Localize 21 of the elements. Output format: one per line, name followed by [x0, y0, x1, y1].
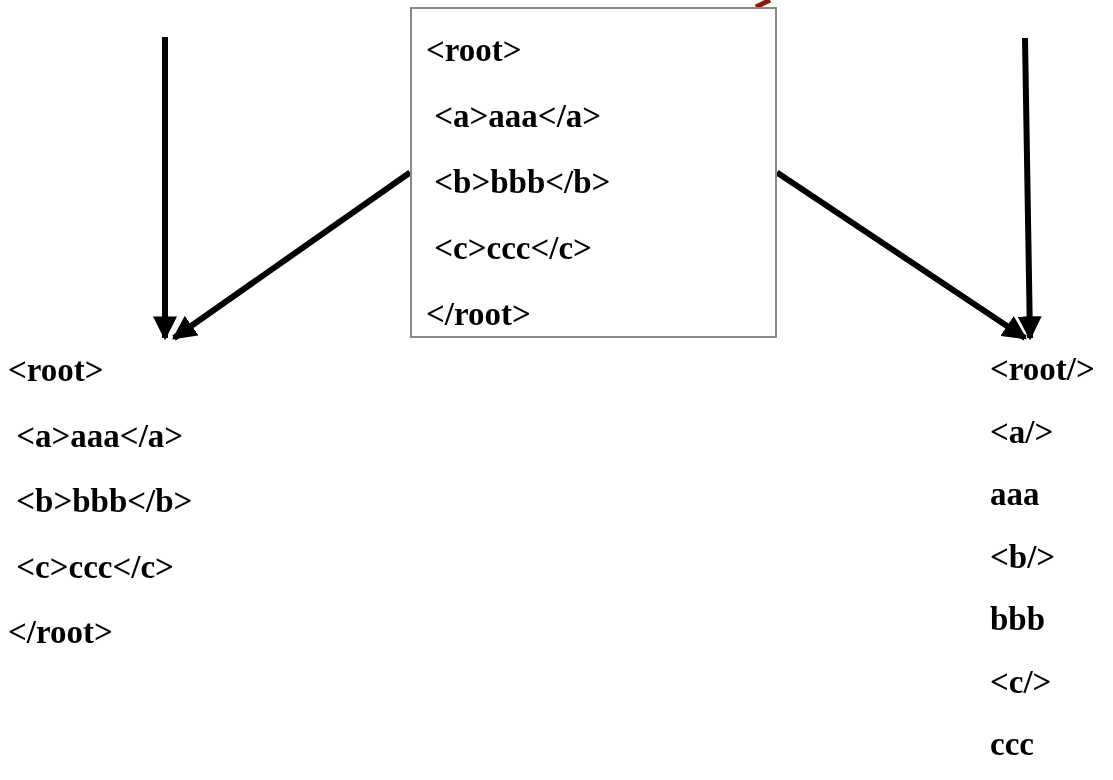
code-line: <a>aaa</a>	[433, 97, 602, 136]
code-line: <c>ccc</c>	[15, 547, 174, 587]
code-line: <a/>	[990, 412, 1054, 452]
code-box	[410, 7, 777, 338]
code-line: <root/>	[990, 350, 1095, 389]
arrow	[172, 170, 412, 341]
code-line: </root>	[426, 295, 531, 334]
code-line: ccc	[990, 725, 1034, 764]
arrow	[1017, 37, 1042, 341]
code-line: <b/>	[990, 537, 1056, 577]
code-line: aaa	[990, 475, 1040, 514]
code-line: </root>	[8, 613, 113, 652]
code-line: <root>	[8, 351, 104, 390]
code-line: bbb	[990, 600, 1046, 639]
code-line: <c>ccc</c>	[433, 229, 592, 268]
code-line: <b>bbb</b>	[15, 482, 193, 521]
arrow	[153, 37, 177, 341]
code-line: <a>aaa</a>	[15, 416, 184, 456]
code-line: <b>bbb</b>	[433, 163, 611, 202]
code-line: <c/>	[990, 662, 1052, 702]
code-line: <root>	[426, 31, 522, 70]
